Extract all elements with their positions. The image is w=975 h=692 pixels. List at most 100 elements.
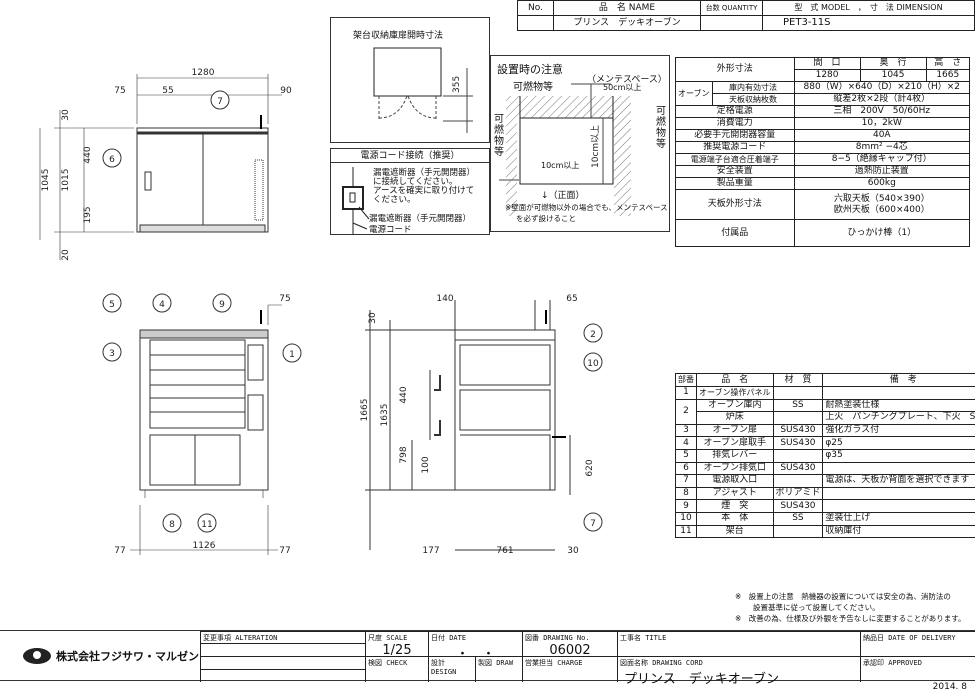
front-dim-77b: 77 bbox=[279, 546, 290, 556]
spec-plate-2: 欧州天板（600×400） bbox=[833, 204, 930, 215]
parts-header: 部番 bbox=[675, 373, 697, 387]
note-2: 設置基準に従って設置してください。 bbox=[753, 603, 880, 612]
power-line-3: アースを確実に取り付けて bbox=[373, 186, 475, 196]
breaker-label: 漏電遮断器（手元開閉器） bbox=[369, 214, 472, 224]
door-box-title: 架台収納庫扉開時寸法 bbox=[353, 31, 444, 41]
door-open-diagram: 355 bbox=[373, 47, 473, 133]
side-dim-177: 177 bbox=[422, 546, 439, 556]
combustible-right: 可燃物等 bbox=[656, 106, 666, 150]
charge-label: 営業担当 CHARGE bbox=[522, 656, 617, 682]
side-dim-1665: 1665 bbox=[360, 399, 370, 422]
power-line-4: ください。 bbox=[373, 195, 416, 205]
company-logo: 株式会社フジサワ・マルゼン bbox=[22, 647, 199, 665]
install-title: 設置時の注意 bbox=[497, 63, 563, 76]
plan-dim-90: 90 bbox=[280, 86, 292, 96]
clearance-diagram: 10cm以上 bbox=[499, 83, 631, 216]
part-no: 7 bbox=[675, 474, 697, 488]
company-name: 株式会社フジサワ・マルゼン bbox=[56, 650, 199, 663]
install-note-1: ※壁面が可燃物以外の場合でも、メンテスペース bbox=[505, 203, 668, 212]
plan-dim-440: 440 bbox=[83, 146, 93, 163]
plan-dim-195: 195 bbox=[83, 206, 93, 223]
spec-plate-1: 六取天板（540×390） bbox=[833, 193, 930, 204]
plan-dim-1280: 1280 bbox=[192, 68, 215, 78]
power-cord-box: 電源コード接続（推奨） 漏電遮断器（手元開閉器） に接続してください。 アースを… bbox=[330, 148, 490, 235]
plan-dim-30: 30 bbox=[61, 109, 71, 121]
design-label: 設計 DESIGN bbox=[428, 656, 475, 682]
alteration-row bbox=[200, 669, 365, 682]
part-no: 2 bbox=[675, 398, 697, 425]
approved-label: 承認印 APPROVED bbox=[860, 656, 975, 682]
date-value: ・ ・ bbox=[455, 647, 495, 662]
date-label: 日付 DATE bbox=[431, 634, 467, 642]
logo-emblem-icon bbox=[23, 648, 51, 664]
alteration-row bbox=[200, 643, 365, 656]
front-view bbox=[130, 304, 282, 555]
scale-value: 1/25 bbox=[382, 643, 412, 658]
parts-header: 品 名 bbox=[696, 373, 774, 387]
side-dim-65: 65 bbox=[566, 294, 577, 304]
drawing-views: 1280 75 55 90 30 440 1045 1015 195 20 7 … bbox=[39, 68, 603, 556]
dim-side: 10cm以上 bbox=[590, 125, 601, 168]
revision-date: 2014. 8 bbox=[932, 682, 967, 692]
scale-label: 尺度 SCALE bbox=[368, 634, 408, 642]
power-line-2: に接続してください。 bbox=[373, 177, 458, 187]
part-no: 11 bbox=[675, 524, 697, 539]
combustible-top: 可燃物等 bbox=[513, 82, 553, 93]
balloon-7: 7 bbox=[217, 97, 223, 107]
plan-dim-1015: 1015 bbox=[61, 169, 71, 192]
dim-top: 50cm以上 bbox=[603, 83, 642, 92]
door-dim: 355 bbox=[452, 76, 462, 93]
spec-acc-label: 付属品 bbox=[675, 219, 795, 247]
check-label: 検図 CHECK bbox=[365, 656, 428, 682]
balloon-2: 2 bbox=[590, 330, 596, 340]
install-note-2: を必ず設けること bbox=[516, 214, 576, 223]
power-box-title: 電源コード接続（推奨） bbox=[331, 149, 489, 163]
balloon-11: 11 bbox=[201, 520, 212, 530]
cord-label: 電源コード bbox=[369, 225, 412, 235]
side-dim-440: 440 bbox=[399, 386, 409, 403]
balloons bbox=[102, 90, 603, 533]
plan-dim-75: 75 bbox=[114, 86, 125, 96]
note-3: ※ 改善の為、仕様及び外観を予告なしに変更することがあります。 bbox=[735, 614, 966, 623]
draw-label: 製図 DRAW bbox=[475, 656, 522, 682]
side-dim-140: 140 bbox=[436, 294, 453, 304]
balloon-4: 4 bbox=[159, 300, 165, 310]
side-view bbox=[365, 300, 571, 551]
drawing-no-value: 06002 bbox=[549, 643, 591, 658]
side-dim-30b: 30 bbox=[567, 546, 579, 556]
front-dim-1126: 1126 bbox=[193, 541, 216, 551]
balloon-5: 5 bbox=[109, 300, 115, 310]
balloon-6: 6 bbox=[109, 155, 115, 165]
drawing-cord-label: 図面名称 DRAWING CORD bbox=[620, 659, 703, 667]
balloon-1: 1 bbox=[289, 350, 295, 360]
plan-dim-1045: 1045 bbox=[41, 169, 51, 192]
part-remark: 収納庫付 bbox=[822, 524, 975, 539]
door-open-box: 架台収納庫扉開時寸法 355 bbox=[330, 17, 490, 143]
side-dim-1635: 1635 bbox=[380, 404, 390, 427]
balloon-3: 3 bbox=[109, 349, 115, 359]
balloon-7-side: 7 bbox=[590, 519, 596, 529]
alteration-label: 変更事項 ALTERATION bbox=[200, 631, 365, 643]
alteration-row bbox=[200, 656, 365, 669]
side-dim-798: 798 bbox=[399, 446, 409, 463]
front-dim-75: 75 bbox=[279, 294, 290, 304]
title-label: 工事名 TITLE bbox=[617, 631, 860, 656]
plan-dim-55: 55 bbox=[162, 86, 173, 96]
front-dim-77a: 77 bbox=[114, 546, 125, 556]
side-dim-30: 30 bbox=[368, 312, 378, 324]
installation-notes-box: 10cm以上 設置時の注意 可燃物等 （メンテスペース） 50cm以上 可燃物等… bbox=[490, 55, 670, 232]
balloon-9: 9 bbox=[219, 300, 225, 310]
plan-view bbox=[39, 74, 282, 260]
plan-dim-20: 20 bbox=[61, 249, 71, 261]
model-value: PET3-11S bbox=[762, 15, 975, 31]
product-name: プリンス デッキオーブン bbox=[553, 15, 701, 31]
